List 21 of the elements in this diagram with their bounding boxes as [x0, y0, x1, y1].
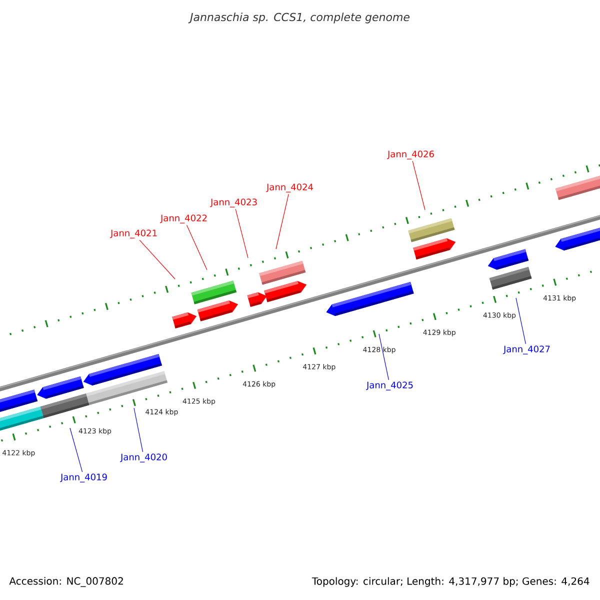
leader-line — [139, 240, 176, 280]
footer-text: Accession: NC_007802 — [9, 577, 123, 587]
gene-label: Jann_4021 — [110, 230, 157, 238]
gene-label: Jann_4020 — [120, 454, 167, 462]
leader-line — [235, 208, 248, 258]
gene-label: Jann_4019 — [60, 474, 107, 482]
leader-line — [134, 408, 144, 452]
gene-label: Jann_4023 — [210, 198, 257, 208]
gene-label: Jann_4022 — [160, 214, 207, 224]
leader-line — [70, 428, 83, 472]
title: Jannaschia sp. CCS1, complete genome — [188, 12, 410, 24]
leader-line — [276, 194, 289, 250]
gene-label: Jann_4024 — [266, 184, 313, 192]
leader-line — [186, 224, 208, 270]
leader-line — [378, 334, 390, 380]
gene-label: Jann_4025 — [366, 382, 413, 390]
gene-label: Jann_4027 — [503, 346, 550, 354]
leader-line — [412, 160, 426, 210]
footer-text: Topology: circular; Length: 4,317,977 bp; Genes: 4,264 — [312, 577, 590, 587]
leader-line — [516, 298, 526, 344]
gene-label: Jann_4026 — [387, 150, 434, 160]
